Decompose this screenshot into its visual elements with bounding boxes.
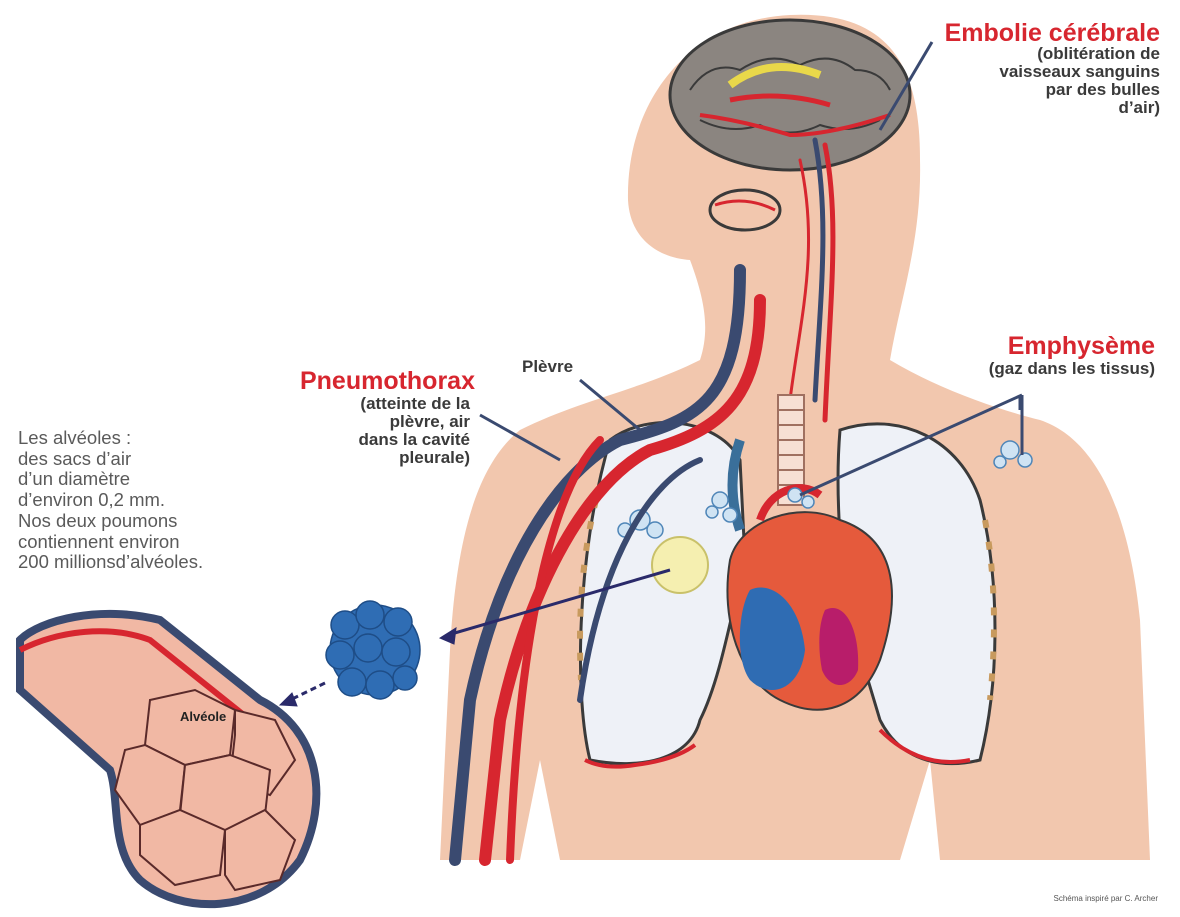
alveoles-line: d’un diamètre xyxy=(18,469,203,490)
alveoles-line: des sacs d’air xyxy=(18,449,203,470)
alveoles-line: Nos deux poumons xyxy=(18,511,203,532)
pneumothorax-description: (atteinte de la plèvre, air dans la cavi… xyxy=(300,395,470,466)
embolie-title: Embolie cérébrale xyxy=(945,20,1160,46)
pneumothorax-line: dans la cavité xyxy=(300,431,470,449)
alveoles-line: Les alvéoles : xyxy=(18,428,203,449)
alveoles-line: 200 millionsd’alvéoles. xyxy=(18,552,203,573)
embolie-line: (oblitération de xyxy=(999,45,1160,63)
pneumothorax-line: pleurale) xyxy=(300,449,470,467)
pneumothorax-line: plèvre, air xyxy=(300,413,470,431)
credit-label: Schéma inspiré par C. Archer xyxy=(1054,895,1159,903)
alveoli-cluster-illustration xyxy=(326,601,420,699)
embolie-description: (oblitération de vaisseaux sanguins par … xyxy=(999,45,1160,116)
plevre-label: Plèvre xyxy=(522,358,573,376)
alveole-label: Alvéole xyxy=(180,710,226,724)
embolie-line: vaisseaux sanguins xyxy=(999,63,1160,81)
alveole-closeup-illustration xyxy=(20,614,316,904)
pneumothorax-title: Pneumothorax xyxy=(265,368,475,394)
alveoles-line: contiennent environ xyxy=(18,532,203,553)
emphyseme-description: (gaz dans les tissus) xyxy=(989,360,1155,378)
alveoles-description: Les alvéoles : des sacs d’air d’un diamè… xyxy=(18,428,203,573)
alveoles-line: d’environ 0,2 mm. xyxy=(18,490,203,511)
emphyseme-title: Emphysème xyxy=(1008,333,1155,359)
alveoli-highlight xyxy=(652,537,708,593)
embolie-line: d’air) xyxy=(999,99,1160,117)
pneumothorax-line: (atteinte de la xyxy=(300,395,470,413)
embolie-line: par des bulles xyxy=(999,81,1160,99)
